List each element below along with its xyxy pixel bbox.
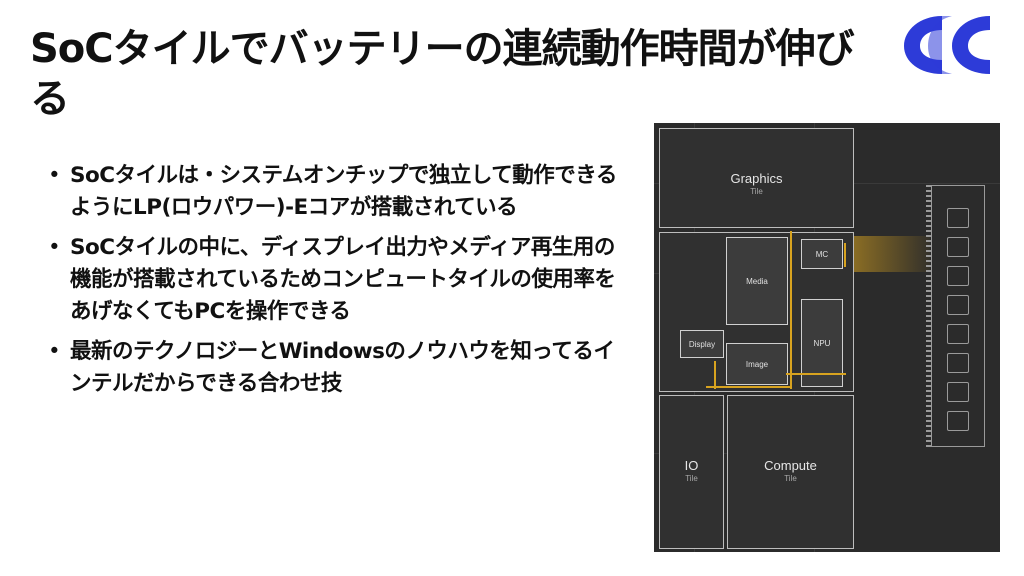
dram-chip xyxy=(947,353,969,373)
dram-chip xyxy=(947,382,969,402)
io-tile-label: IO xyxy=(684,458,699,473)
media-block: Media xyxy=(726,237,788,325)
memory-channel-highlight xyxy=(854,236,930,272)
interconnect-wire xyxy=(714,361,716,389)
interconnect-wire xyxy=(844,243,846,267)
bullet-item: • 最新のテクノロジーとWindowsのノウハウを知ってるインテルだからできる合わ… xyxy=(48,336,628,400)
graphics-tile: Graphics Tile xyxy=(659,128,854,228)
dram-chip xyxy=(947,411,969,431)
dram-pins xyxy=(926,185,932,447)
dram-chip xyxy=(947,324,969,344)
dram-chip xyxy=(947,237,969,257)
bullet-marker: • xyxy=(48,235,61,260)
interconnect-wire xyxy=(786,373,846,375)
dram-chip xyxy=(947,208,969,228)
compute-tile-label: Compute xyxy=(764,458,817,473)
slide-title: SoCタイルでバッテリーの連続動作時間が伸びる xyxy=(30,26,855,122)
display-block: Display xyxy=(680,330,724,358)
io-tile: IO Tile xyxy=(659,395,724,549)
dram-chip xyxy=(947,295,969,315)
interconnect-wire xyxy=(790,231,792,389)
mc-block: MC xyxy=(801,239,843,269)
interconnect-wire xyxy=(706,386,792,388)
bullet-item: • SoCタイルは・システムオンチップで独立して動作できるようにLP(ロウパワー)… xyxy=(48,160,628,224)
soc-die-diagram: Graphics Tile Media MC NPU Display Image… xyxy=(654,123,1000,552)
compute-tile: Compute Tile xyxy=(727,395,854,549)
graphics-tile-sub: Tile xyxy=(750,187,763,196)
graphics-tile-label: Graphics xyxy=(730,171,783,186)
io-tile-sub: Tile xyxy=(685,474,698,483)
bullet-marker: • xyxy=(48,339,61,364)
bullet-marker: • xyxy=(48,163,61,188)
image-block: Image xyxy=(726,343,788,385)
npu-block: NPU xyxy=(801,299,843,387)
bullet-text: SoCタイルは・システムオンチップで独立して動作できるようにLP(ロウパワー)-… xyxy=(70,163,617,220)
bullet-item: • SoCタイルの中に、ディスプレイ出力やメディア再生用の機能が搭載されているため… xyxy=(48,232,628,328)
bullet-text: 最新のテクノロジーとWindowsのノウハウを知ってるインテルだからできる合わせ… xyxy=(70,339,615,396)
bullet-list: • SoCタイルは・システムオンチップで独立して動作できるようにLP(ロウパワー)… xyxy=(48,160,628,408)
double-c-logo-icon xyxy=(904,16,990,74)
soc-tile: Media MC NPU Display Image xyxy=(659,232,854,392)
dram-chip xyxy=(947,266,969,286)
compute-tile-sub: Tile xyxy=(784,474,797,483)
bullet-text: SoCタイルの中に、ディスプレイ出力やメディア再生用の機能が搭載されているためコ… xyxy=(70,235,616,324)
